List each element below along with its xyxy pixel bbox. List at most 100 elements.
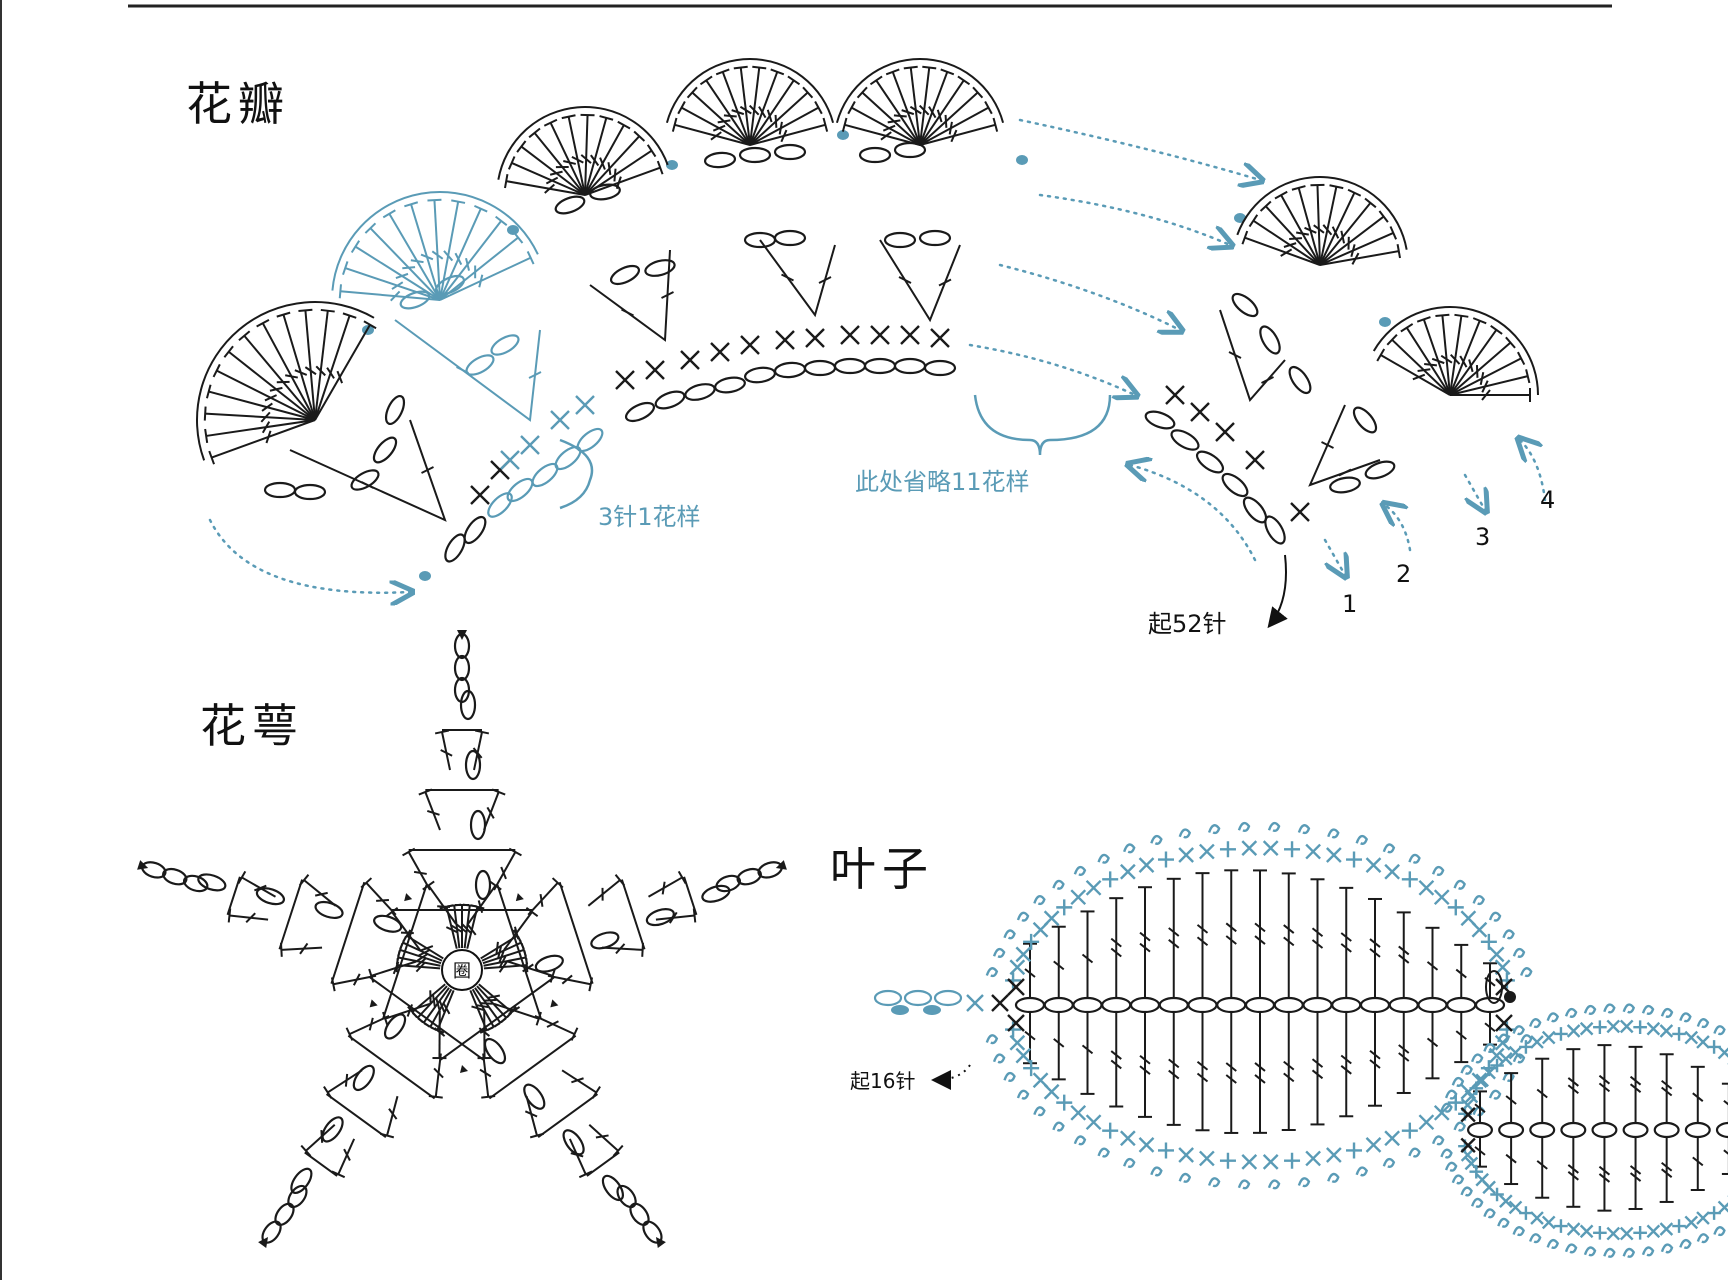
- stitch-cross-bar: [774, 114, 778, 128]
- stitch-cross-bar: [580, 154, 592, 164]
- stitch-cross-bar: [1692, 1156, 1704, 1167]
- stitch-cross-bar: [1629, 1165, 1642, 1175]
- single-crochet-plus: [1005, 1021, 1022, 1038]
- double-crochet: [705, 79, 751, 146]
- single-crochet-plus: [1102, 871, 1119, 888]
- tip-slip-stitch: [1504, 991, 1516, 1003]
- single-crochet-x: [1482, 1180, 1496, 1195]
- single-crochet-x: [1579, 1021, 1594, 1036]
- double-crochet: [1441, 315, 1451, 396]
- single-crochet-x: [1043, 910, 1060, 927]
- single-crochet-x: [1619, 1019, 1634, 1034]
- stitch-top-bar: [276, 311, 291, 318]
- stitch-top-bar: [646, 144, 657, 158]
- stitch-cross-bar: [1311, 1069, 1324, 1080]
- petal-guide-arrows: [208, 118, 1547, 593]
- picot: [1297, 1177, 1311, 1188]
- picot: [1382, 843, 1396, 854]
- double-crochet: [749, 106, 819, 146]
- picot: [1451, 1076, 1465, 1087]
- single-crochet-x: [1646, 1224, 1661, 1239]
- stitch-cross-bar: [1311, 927, 1324, 938]
- stitch-cross-bar: [1424, 363, 1438, 367]
- stitch-top-bar: [671, 117, 678, 132]
- stitch-top-bar: [208, 450, 215, 465]
- stitch-cross-bar: [315, 365, 326, 377]
- single-crochet-x: [1290, 502, 1310, 522]
- chain-stitch: [469, 809, 487, 841]
- double-crochet: [365, 882, 397, 916]
- double-crochet: [493, 851, 517, 891]
- stitch-cross-bar: [1598, 1082, 1611, 1093]
- stitch-cross-bar: [415, 961, 426, 973]
- single-crochet-plus: [1593, 1226, 1607, 1240]
- stitch-top-bar: [922, 65, 937, 70]
- chain-stitch: [714, 376, 746, 394]
- stitch-cross-bar: [254, 884, 267, 892]
- double-crochet: [370, 960, 417, 977]
- stitch-cross-bar: [368, 1017, 374, 1031]
- stitch-cross-bar: [1304, 226, 1317, 234]
- stitch-cross-bar: [1481, 380, 1489, 393]
- stitch-cross-bar: [1723, 1099, 1728, 1106]
- stitch-cross-bar: [1340, 943, 1352, 953]
- stitch-top-bar: [238, 330, 251, 342]
- picot: [1327, 828, 1340, 839]
- stitch-top-bar: [345, 1027, 354, 1041]
- picot: [1497, 1033, 1510, 1044]
- double-crochet: [482, 1053, 490, 1097]
- picot: [1622, 1247, 1636, 1258]
- stitch-top-bar: [363, 320, 377, 330]
- chain-stitch: [372, 436, 398, 464]
- double-crochet: [584, 117, 608, 196]
- single-crochet-x: [1530, 1211, 1544, 1225]
- double-crochet: [1316, 185, 1321, 266]
- single-crochet-plus: [1157, 1142, 1174, 1159]
- picot: [1150, 834, 1163, 845]
- stitch-top-bar: [992, 117, 999, 132]
- stitch-top-bar: [298, 874, 310, 887]
- chain-stitch: [1622, 1121, 1649, 1139]
- stitch-cross-bar: [1475, 364, 1479, 378]
- chain-stitch: [1170, 429, 1200, 451]
- stitch-cross-bar: [712, 124, 726, 132]
- single-crochet-plus: [1672, 1027, 1686, 1041]
- stitch-cross-bar: [944, 114, 948, 128]
- chain-stitch: [616, 1184, 637, 1209]
- single-crochet-x: [1241, 1154, 1258, 1170]
- chain-stitch: [352, 1064, 375, 1092]
- chain-stitch: [803, 359, 837, 377]
- picot: [1497, 1217, 1510, 1228]
- stitch-cross-bar: [909, 105, 922, 115]
- stitch-cross-bar: [901, 109, 915, 116]
- picot: [992, 1053, 1006, 1064]
- shell-outline: [497, 106, 669, 180]
- stitch-cross-bar: [948, 121, 953, 135]
- stitch-cross-bar: [497, 946, 503, 960]
- chain-stitch: [918, 229, 952, 247]
- chain-stitch: [883, 231, 917, 249]
- single-crochet-x: [1659, 1024, 1674, 1038]
- stitch-cross-bar: [570, 1152, 584, 1158]
- single-crochet-x: [1365, 857, 1382, 873]
- single-crochet-x: [1043, 1083, 1060, 1100]
- stitch-top-bar: [212, 363, 221, 378]
- stitch-cross-bar: [731, 109, 745, 116]
- double-crochet: [749, 91, 809, 146]
- single-crochet-x: [1471, 921, 1488, 938]
- stitch-cross-bar: [1398, 1044, 1410, 1054]
- single-crochet-x: [1482, 1065, 1496, 1080]
- stitch-cross-bar: [1481, 389, 1491, 401]
- double-crochet: [281, 946, 323, 951]
- double-crochet: [216, 369, 316, 421]
- stitch-top-bar: [561, 114, 576, 120]
- single-crochet-x: [840, 325, 860, 345]
- double-crochet: [436, 989, 455, 1031]
- picot: [1237, 1179, 1251, 1190]
- picot: [1267, 821, 1281, 832]
- stitch-top-bar: [588, 977, 594, 992]
- stitch-cross-bar: [1283, 1060, 1295, 1071]
- chain-stitch: [1043, 996, 1074, 1014]
- picot: [1603, 1003, 1616, 1014]
- single-crochet-x: [1659, 1222, 1674, 1236]
